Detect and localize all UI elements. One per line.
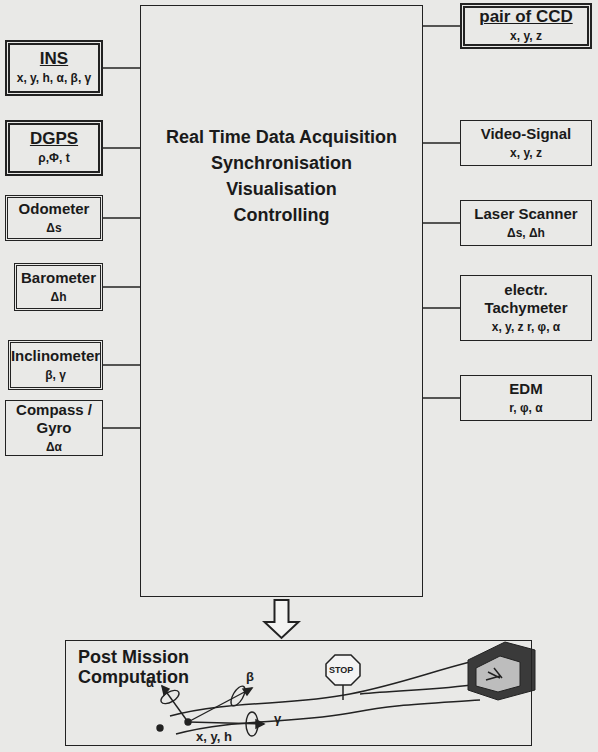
axis-label: x, y, h	[196, 730, 232, 744]
sensor-link	[423, 222, 460, 224]
box-values: Controlling	[234, 202, 330, 228]
box-values: Visualisation	[226, 176, 337, 202]
sensor-link	[103, 67, 140, 69]
box-values: x, y, h, α, β, γ	[17, 71, 92, 86]
road-edge	[360, 684, 478, 694]
box-title: Compass / Gyro	[6, 401, 102, 437]
box-title: Post Mission Computation	[78, 647, 208, 687]
sensor-link	[103, 147, 140, 149]
attitude-arrows	[157, 684, 264, 736]
box-title: Odometer	[19, 200, 90, 218]
box-values: ρ,Φ, t	[38, 151, 69, 166]
sensor-link	[103, 364, 140, 366]
road-edge	[176, 700, 480, 734]
box-values: Δs	[46, 221, 61, 236]
box-title: INS	[40, 50, 68, 68]
sensor-link	[423, 25, 460, 27]
box-values: x, y, z r, φ, α	[491, 320, 561, 335]
sensor-link	[103, 286, 140, 288]
box-values: r, φ, α	[509, 401, 542, 416]
sensor-link	[103, 427, 140, 429]
box-values: Synchronisation	[211, 150, 352, 176]
processing-box: Real Time Data AcquisitionSynchronisatio…	[140, 5, 423, 597]
box-values: Δα	[46, 440, 62, 455]
box-title: Real Time Data Acquisition	[166, 124, 397, 150]
post-processing-box: Post Mission Computation	[65, 640, 532, 746]
box-values: Δh	[51, 290, 67, 305]
box-values: x, y, z	[510, 146, 542, 161]
sensor-box: INS x, y, h, α, β, γ	[5, 40, 103, 96]
stop-sign	[326, 655, 360, 700]
tunnel	[468, 642, 535, 700]
sensor-box: Video-Signal x, y, z	[460, 120, 592, 166]
sign-text: STOP	[329, 663, 353, 677]
box-title: DGPS	[30, 130, 78, 148]
sensor-box: OdometerΔs	[5, 195, 103, 241]
box-title: EDM	[509, 380, 542, 398]
sensor-box: DGPS ρ,Φ, t	[5, 120, 103, 176]
box-title: pair of CCD	[479, 8, 573, 26]
sensor-box: pair of CCD x, y, z	[460, 3, 592, 49]
sensor-link	[423, 142, 460, 144]
box-title: Video-Signal	[481, 125, 572, 143]
sensor-link	[103, 217, 140, 219]
box-values: Δs, Δh	[507, 226, 545, 241]
box-title: Inclinometer	[11, 347, 100, 365]
flow-arrow	[265, 600, 299, 638]
sensor-box: Laser ScannerΔs, Δh	[460, 200, 592, 246]
axis-label: α	[146, 676, 154, 690]
box-title: Laser Scanner	[474, 205, 577, 223]
box-values: β, γ	[45, 368, 66, 383]
sensor-link	[423, 307, 460, 309]
box-values: x, y, z	[510, 29, 542, 44]
sensor-box: electr. Tachymeter x, y, z r, φ, α	[460, 275, 592, 341]
sensor-box: EDM r, φ, α	[460, 375, 592, 421]
box-title: electr. Tachymeter	[461, 281, 591, 317]
sensor-box: Inclinometer β, γ	[8, 340, 103, 390]
axis-label: γ	[274, 712, 281, 726]
sensor-link	[423, 397, 460, 399]
sensor-box: BarometerΔh	[14, 263, 103, 311]
sensor-box: Compass / GyroΔα	[5, 400, 103, 456]
box-title: Barometer	[21, 269, 96, 287]
axis-label: β	[246, 670, 254, 684]
